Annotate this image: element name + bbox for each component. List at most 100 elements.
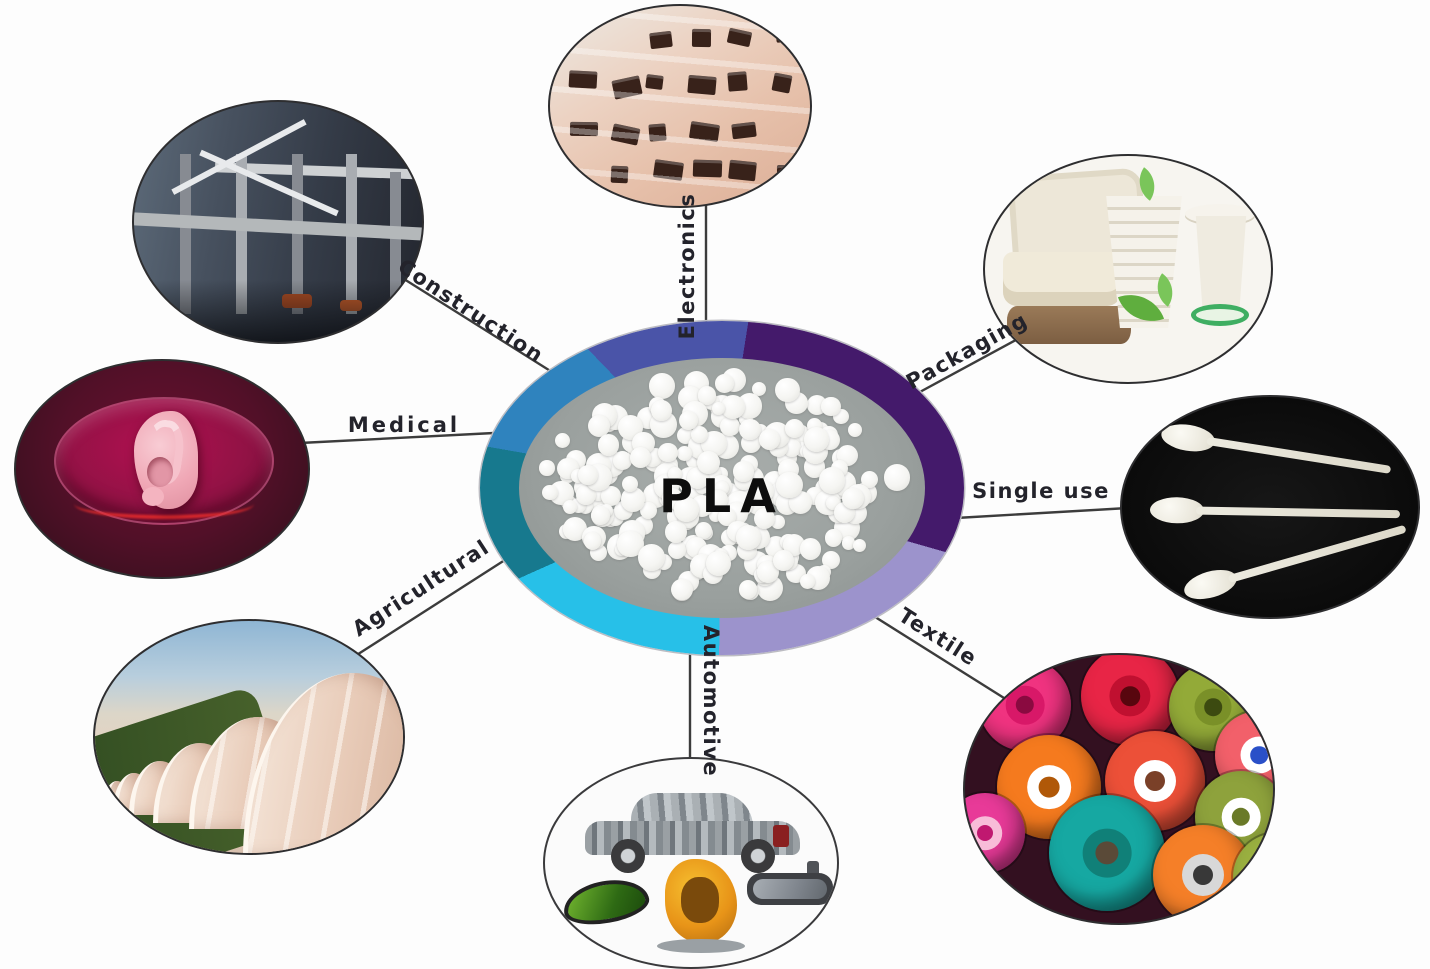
construction-column xyxy=(390,172,401,312)
spool-top xyxy=(1258,858,1273,896)
pla-pellet xyxy=(673,496,700,523)
pla-pellet xyxy=(841,536,856,551)
pla-pellet xyxy=(696,450,720,474)
car-wheel xyxy=(611,839,645,873)
pla-pellet xyxy=(758,428,780,450)
photo-electronics xyxy=(548,4,812,208)
pla-pellet xyxy=(783,439,801,457)
pla-pellet xyxy=(690,425,709,444)
pla-label: PLA xyxy=(659,468,785,523)
side-mirror xyxy=(560,873,652,931)
spool-hole xyxy=(977,825,993,841)
spool-hole xyxy=(1120,686,1140,706)
label-electronics: Electronics xyxy=(675,192,699,340)
bioprinted-ear xyxy=(134,411,198,509)
pla-pellet xyxy=(719,416,740,437)
pla-pellet xyxy=(821,396,841,417)
rearview-mirror xyxy=(747,873,833,905)
photo-medical xyxy=(14,359,310,579)
pla-pellet xyxy=(718,508,736,526)
pla-pellet xyxy=(629,446,652,468)
pla-pellet xyxy=(842,488,864,510)
pla-pellet xyxy=(542,484,558,500)
pla-pellet xyxy=(587,414,611,438)
pla-pellet xyxy=(708,490,728,510)
spool-hole xyxy=(1095,841,1119,865)
pla-pellet xyxy=(555,433,571,449)
child-seat xyxy=(665,859,737,943)
spool-hole xyxy=(1250,746,1268,764)
rearview-mirror-glass xyxy=(753,879,827,899)
pla-pellet xyxy=(694,521,713,540)
pla-pellet xyxy=(720,394,746,420)
spool-hole xyxy=(1204,698,1222,716)
car-part xyxy=(773,825,789,847)
packaging-green-lid xyxy=(1191,304,1249,326)
pla-pellet xyxy=(670,578,693,601)
pla-pellet xyxy=(575,484,597,506)
ear-concha xyxy=(147,457,173,487)
pla-pellet xyxy=(818,467,846,494)
pla-pellet xyxy=(539,460,555,476)
photo-agricultural xyxy=(93,619,405,855)
connector-agricultural xyxy=(351,556,509,660)
spool-layer xyxy=(965,655,1273,923)
construction-floor-slab xyxy=(134,212,422,241)
pla-pellet xyxy=(822,551,841,570)
pla-pellet xyxy=(733,461,754,482)
spoon xyxy=(1149,496,1402,527)
pla-pellet xyxy=(739,419,761,441)
photo-single-use xyxy=(1120,395,1420,619)
pla-pellet xyxy=(597,434,620,457)
pla-pellet xyxy=(601,486,621,506)
child-seat-base xyxy=(657,939,745,953)
connector-construction xyxy=(395,272,553,374)
pla-pellet xyxy=(738,580,758,599)
pla-pellet xyxy=(775,378,800,403)
greenhouse-tunnel xyxy=(243,673,403,853)
pla-pellet xyxy=(711,402,725,416)
pla-pellet xyxy=(772,549,795,572)
pla-pellet xyxy=(714,374,734,394)
pla-pellet xyxy=(753,507,776,530)
pla-pellet xyxy=(563,499,578,515)
spool-hole xyxy=(1193,865,1213,885)
pla-pellet xyxy=(668,541,687,560)
spool-hole xyxy=(1268,868,1273,886)
petri-dish-rim xyxy=(74,489,254,519)
packaging-cup xyxy=(1195,216,1247,316)
spool-hole xyxy=(1145,771,1165,791)
pla-pellet xyxy=(784,418,804,438)
pla-pellet xyxy=(698,386,717,405)
circuit-substrate-sheen xyxy=(550,6,810,206)
pla-pellet xyxy=(735,524,762,550)
spoon xyxy=(1159,420,1395,483)
packaging-tray xyxy=(1007,306,1131,344)
connector-single-use xyxy=(955,506,1129,520)
pla-pellet xyxy=(578,464,599,485)
photo-textile xyxy=(963,653,1275,925)
pla-pellet xyxy=(853,539,867,552)
label-medical: Medical xyxy=(347,413,461,437)
spoon-handle xyxy=(1195,506,1401,519)
spool-hole xyxy=(1015,695,1035,715)
pla-pellet xyxy=(612,451,633,471)
packaging-clamshell xyxy=(1003,252,1121,306)
spoon-bowl xyxy=(1180,564,1240,605)
pla-pellet xyxy=(591,505,611,525)
pla-pellet xyxy=(651,400,673,422)
pla-pellet xyxy=(799,573,816,590)
pla-pellet xyxy=(825,529,843,547)
pla-pellet xyxy=(847,422,863,437)
photo-packaging xyxy=(983,154,1273,384)
child-seat-inner xyxy=(681,877,719,923)
pla-pellet xyxy=(752,480,775,503)
car-wheel xyxy=(741,839,775,873)
pla-pellets-photo: PLA xyxy=(519,358,925,618)
pla-pellet xyxy=(860,470,879,488)
label-automotive: Automotive xyxy=(699,624,723,778)
pla-pellet xyxy=(637,544,665,571)
spool-hole xyxy=(1038,776,1060,798)
pla-pellet xyxy=(799,538,821,560)
